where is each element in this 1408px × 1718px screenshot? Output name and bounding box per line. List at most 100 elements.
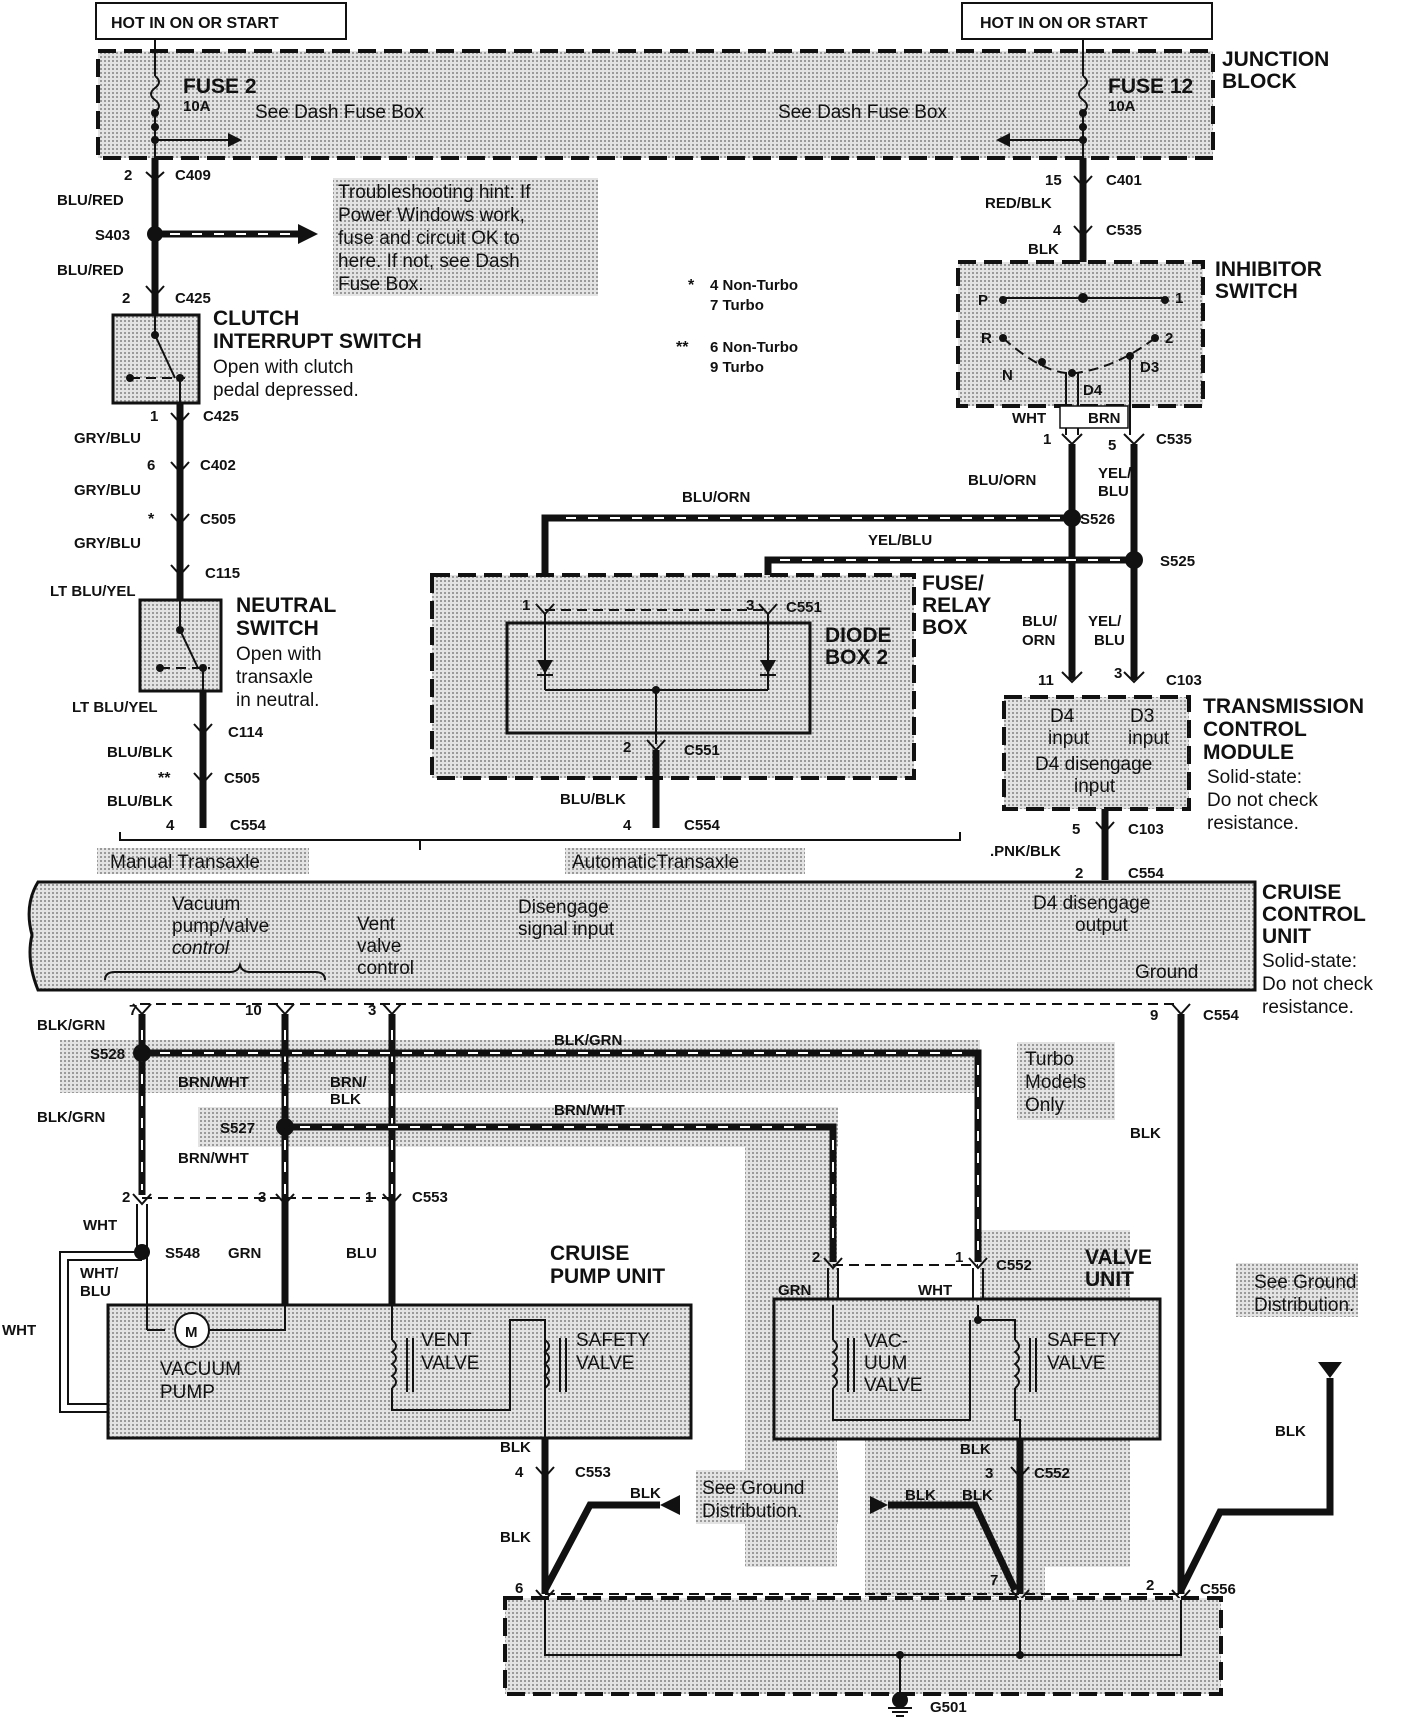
ccu-desc-3: resistance. — [1262, 997, 1354, 1018]
tcm-d4-1: D4 — [1050, 706, 1075, 727]
wire-gry-blu-2: GRY/BLU — [74, 482, 141, 499]
pin-6: 6 — [515, 1580, 523, 1597]
pin-553-3: 3 — [258, 1189, 266, 1206]
wire-red-blk: RED/BLK — [985, 195, 1052, 212]
pin-553-1: 1 — [365, 1189, 373, 1206]
see-ground-mid-1: See Ground — [702, 1478, 804, 1499]
clutch-desc-1: Open with clutch — [213, 357, 353, 378]
pos-n: N — [1002, 367, 1013, 384]
pin-552-2: 2 — [812, 1249, 820, 1266]
wire-blk-pump: BLK — [500, 1439, 531, 1456]
wire-wht-blu-2: BLU — [80, 1283, 111, 1300]
splice-s548: S548 — [165, 1245, 200, 1262]
pos-d4: D4 — [1083, 382, 1103, 399]
pin-553-2: 2 — [122, 1189, 130, 1206]
pin-553-4: 4 — [515, 1464, 524, 1481]
wire-lt-blu-yel-1: LT BLU/YEL — [50, 583, 136, 600]
conn-c505b: C505 — [224, 770, 260, 787]
pin-c402: 6 — [147, 457, 155, 474]
wire-blk-v2: BLK — [905, 1487, 936, 1504]
pin-c505b: ** — [158, 770, 171, 787]
see-dash-right: See Dash Fuse Box — [778, 102, 947, 123]
wire-wht: WHT — [83, 1217, 117, 1234]
wire-blu-blk-1: BLU/BLK — [107, 744, 173, 761]
motor-symbol: M — [185, 1324, 198, 1341]
wire-blk-inhib: BLK — [1028, 241, 1059, 258]
neutral-desc-3: in neutral. — [236, 690, 319, 711]
wire-blk-v1: BLK — [960, 1441, 991, 1458]
clutch-desc-2: pedal depressed. — [213, 380, 359, 401]
wire-blk-grn-a: BLK/GRN — [37, 1017, 105, 1034]
see-ground-mid-tag — [696, 1470, 838, 1524]
source-box-left — [95, 2, 347, 40]
inhibitor-title-2: SWITCH — [1215, 280, 1298, 303]
splice-s403: S403 — [95, 227, 130, 244]
pin-c551c: 2 — [623, 739, 631, 756]
ccu-d4-2: output — [1075, 915, 1129, 936]
wire-blk-v3: BLK — [962, 1487, 993, 1504]
wire-yel-blu-mid: YEL/BLU — [868, 532, 932, 549]
wire-pnk-blk: .PNK/BLK — [990, 843, 1061, 860]
pin-c103b: 3 — [1114, 665, 1122, 682]
pump-title-2: PUMP UNIT — [550, 1265, 665, 1288]
wire-blk-far: BLK — [1275, 1423, 1306, 1440]
conn-c556: C556 — [1200, 1581, 1236, 1598]
ccu-vac-3: control — [172, 938, 230, 959]
turbo-2: Models — [1025, 1072, 1086, 1093]
manual-transaxle-tag — [97, 848, 309, 874]
pin-3: 3 — [368, 1002, 376, 1019]
pin-c554c: 2 — [1075, 865, 1083, 882]
inhibitor-title-1: INHIBITOR — [1215, 258, 1322, 281]
fuse-12-amp: 10A — [1108, 98, 1136, 115]
wire-yel-blu-r1: YEL/ — [1098, 465, 1132, 482]
wire-wht-blu-1: WHT/ — [80, 1265, 119, 1282]
wire-wht-left: WHT — [2, 1322, 36, 1339]
see-ground-right-tag — [1236, 1263, 1358, 1317]
conn-c103a: C103 — [1166, 672, 1202, 689]
vacuum-pump-1: VACUUM — [160, 1359, 241, 1380]
vacuum-valve-1: VAC- — [864, 1331, 908, 1352]
ccu-desc-1: Solid-state: — [1262, 951, 1357, 972]
pin-c551a: 1 — [522, 597, 530, 614]
note-star-1: * — [688, 277, 695, 294]
hint-line-3: fuse and circuit OK to — [338, 228, 520, 249]
note-star-1-b: 7 Turbo — [710, 297, 764, 314]
source-left-text: HOT IN ON OR START — [111, 15, 279, 32]
note-star-2: ** — [676, 339, 689, 356]
vacuum-valve-3: VALVE — [864, 1375, 922, 1396]
wire-brn-wht-a: BRN/WHT — [178, 1074, 249, 1091]
neutral-title-1: NEUTRAL — [236, 594, 336, 617]
pin-10: 10 — [245, 1002, 262, 1019]
pin-7b: 7 — [990, 1572, 998, 1589]
wire-blu: BLU — [346, 1245, 377, 1262]
hint-line-4: here. If not, see Dash — [338, 251, 520, 272]
pin-c551b: 3 — [746, 597, 754, 614]
tcm-title-2: CONTROL — [1203, 718, 1307, 741]
wire-blu-blk-2: BLU/BLK — [107, 793, 173, 810]
see-ground-right-1: See Ground — [1254, 1272, 1356, 1293]
conn-c114: C114 — [228, 724, 264, 741]
automatic-transaxle-tag — [565, 848, 805, 874]
inhibitor-switch — [956, 260, 1205, 408]
pos-r: R — [981, 330, 992, 347]
pin-7: 7 — [129, 1002, 137, 1019]
pin-c425a: 2 — [122, 290, 130, 307]
tcm-title-1: TRANSMISSION — [1203, 695, 1364, 718]
conn-c103b: C103 — [1128, 821, 1164, 838]
pin-c425b: 1 — [150, 408, 158, 425]
neutral-title-2: SWITCH — [236, 617, 319, 640]
conn-c535b: C535 — [1156, 431, 1192, 448]
wire-blk-right: BLK — [1130, 1125, 1161, 1142]
diode-box-2 — [505, 621, 812, 735]
conn-c554-lower: C554 — [1203, 1007, 1240, 1024]
pin-c409: 2 — [124, 167, 132, 184]
pin-c554a: 4 — [166, 817, 175, 834]
tcm-dis-2: input — [1074, 776, 1116, 797]
conn-c505a: C505 — [200, 511, 236, 528]
fuse-12-label: FUSE 12 — [1108, 75, 1193, 98]
source-box-right — [961, 2, 1213, 40]
wire-blu-red-1: BLU/RED — [57, 192, 124, 209]
conn-c554a: C554 — [230, 817, 267, 834]
tcm-d4-2: input — [1048, 728, 1090, 749]
safety-valve-2: VALVE — [576, 1353, 634, 1374]
